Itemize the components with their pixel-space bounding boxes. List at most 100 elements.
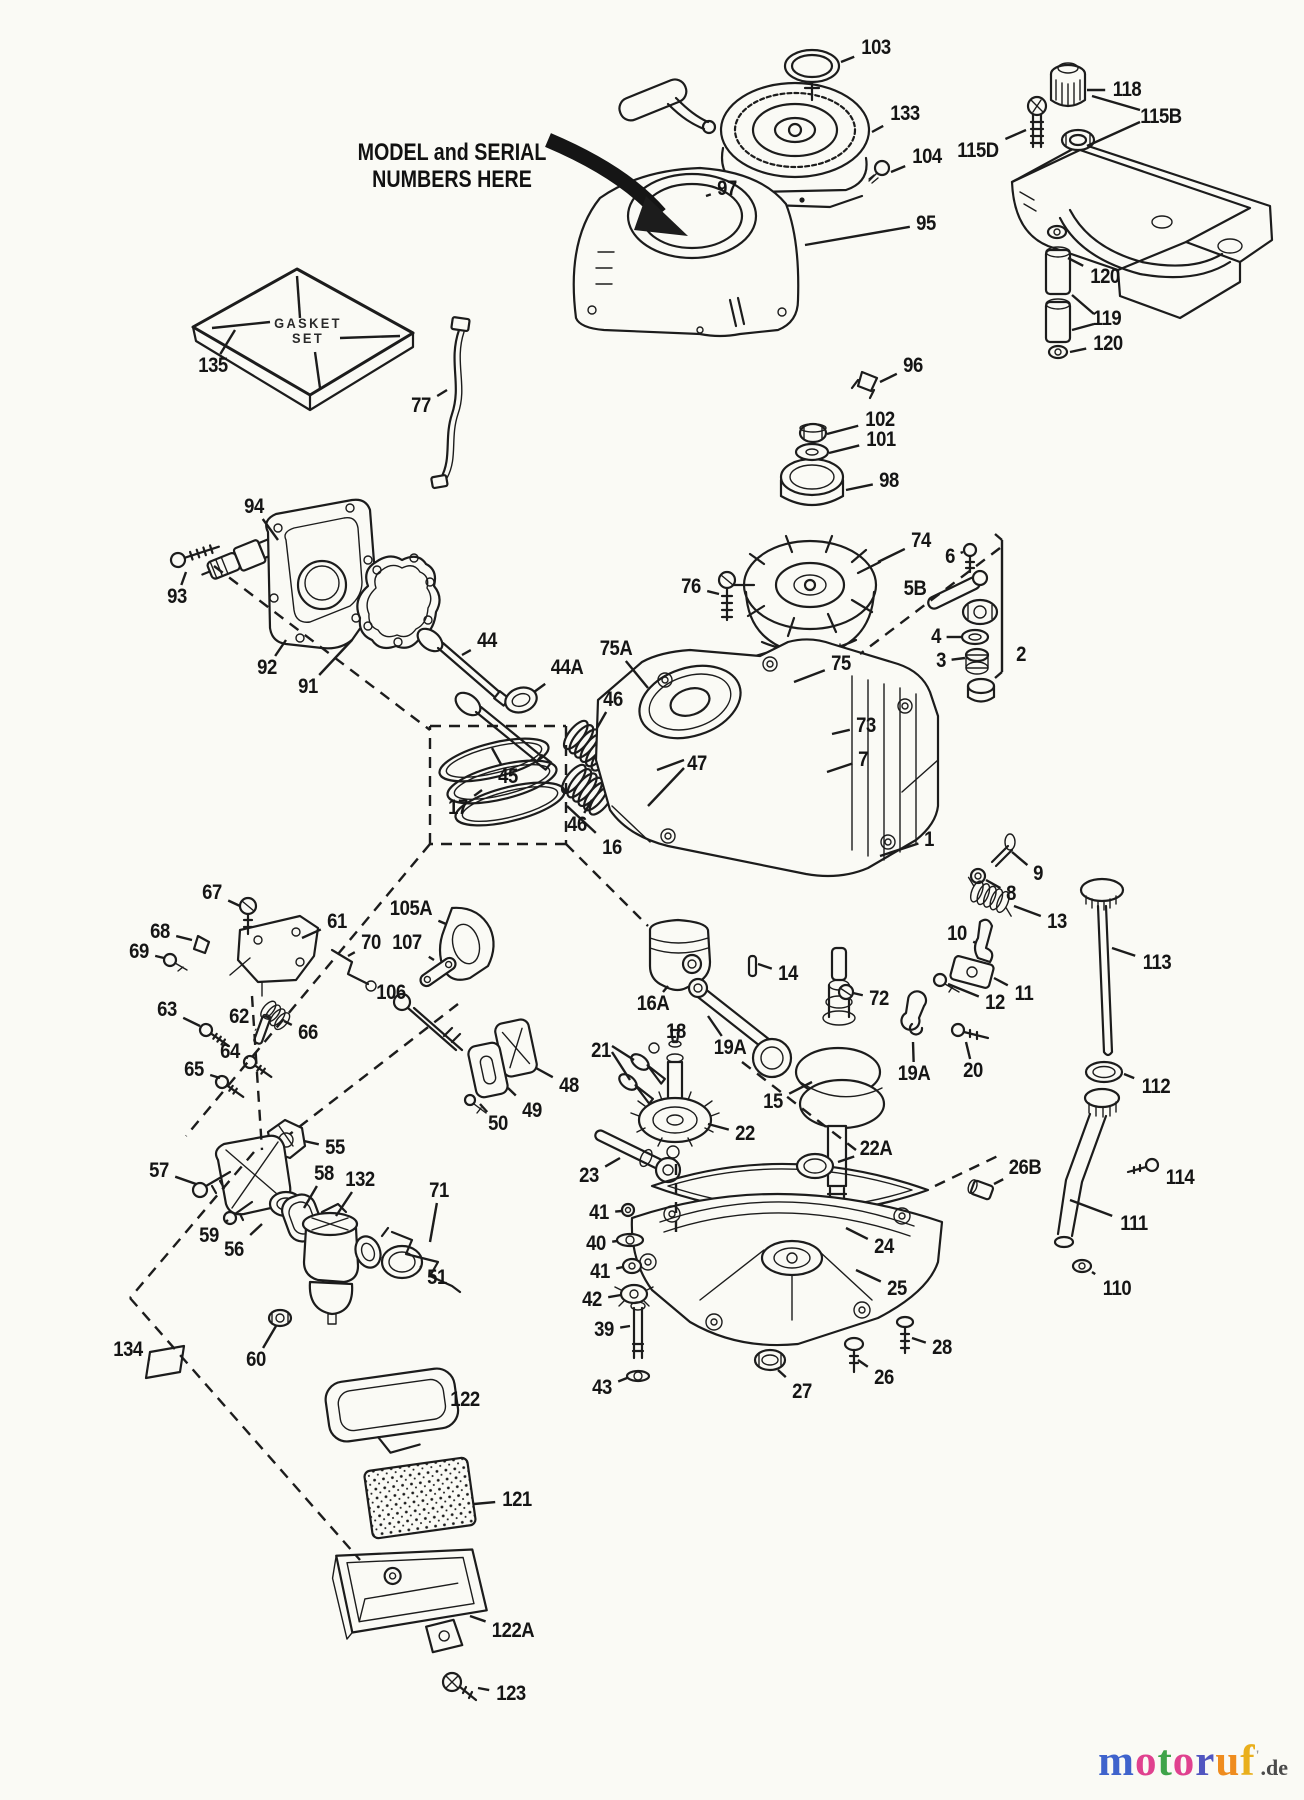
dashed-reference-line [859,547,1001,655]
leader-line-92 [274,639,287,657]
air-cleaner-base-icon [331,1548,488,1654]
leader-line-48 [535,1066,554,1079]
part-label-19A: 19A [713,1036,747,1059]
oil-fill-tube-icon [1053,1087,1121,1249]
bolt-26-icon [843,1336,865,1374]
part-label-20: 20 [963,1059,983,1082]
callout-lines [129,55,1159,1692]
part-label-133: 133 [890,102,920,125]
leader-line-55 [303,1139,320,1146]
part-label-123: 123 [496,1682,526,1705]
air-filter-foam-icon [363,1456,477,1540]
leader-line-25 [855,1268,882,1283]
leader-line-13 [1013,904,1042,918]
logo-letter: r [1195,1738,1216,1785]
part-label-101: 101 [866,428,896,451]
part-label-96: 96 [903,354,923,377]
bolt-106-icon [392,992,464,1052]
part-label-97: 97 [717,177,737,200]
bolt-115d-icon [1026,95,1048,149]
part-label-15: 15 [763,1090,783,1113]
part-label-115B: 115B [1140,105,1182,128]
part-label-119: 119 [1092,307,1122,330]
logo-domain-suffix: .de [1260,1755,1289,1780]
leader-line-98 [845,483,874,492]
leader-line-68 [175,934,193,942]
part-label-63: 63 [157,998,177,1021]
part-label-66: 66 [298,1021,318,1044]
screw-76-icon [717,570,737,622]
part-label-93: 93 [167,585,187,608]
part-label-58: 58 [314,1162,334,1185]
leader-line-62 [254,1028,257,1031]
part-label-16: 16 [602,836,622,859]
dashed-reference-line [289,1003,459,1135]
clip-96-icon [850,370,879,400]
part-label-26B: 26B [1008,1156,1042,1179]
leader-line-66 [283,1019,293,1026]
part-label-50: 50 [488,1112,508,1135]
leader-line-22 [707,1122,730,1131]
part-label-118: 118 [1112,78,1142,101]
logo-letter: o [1172,1738,1196,1785]
part-label-45: 45 [498,765,518,788]
part-label-25: 25 [887,1277,907,1300]
part-label-68: 68 [150,920,170,943]
leader-line-107 [428,955,435,962]
dashed-reference-line [565,843,649,927]
leader-line-120 [1067,256,1084,267]
leader-line-3 [951,656,966,661]
connector-line [211,320,271,330]
shaft-62-icon [253,1013,272,1045]
pin-14-icon [747,954,758,978]
part-label-134: 134 [113,1338,143,1361]
part-label-41: 41 [589,1201,609,1224]
breather-gasket-icon [467,1041,509,1099]
bolt-123-icon [441,1671,478,1702]
part-label-135: 135 [198,354,228,377]
valve-seat-44a-icon [504,686,538,714]
leader-line-121 [473,1500,496,1506]
part-label-56: 56 [224,1238,244,1261]
part-label-22: 22 [735,1122,755,1145]
leader-line-105A [437,919,447,926]
part-label-7: 7 [858,748,868,771]
part-label-73: 73 [856,714,876,737]
leader-line-70 [347,951,356,958]
screw-104-icon [868,159,891,184]
part-label-22A: 22A [859,1137,893,1160]
leader-line-102 [826,424,859,436]
dashed-reference-line [741,1061,857,1151]
part-label-24: 24 [874,1235,894,1258]
leader-line-42 [607,1293,622,1299]
connector-line [339,334,401,340]
part-label-122A: 122A [491,1619,535,1642]
oil-pan-icon [630,1192,944,1347]
leader-line-1 [879,842,919,858]
crankshaft-icon [794,946,886,1214]
motoruf-logo[interactable]: motoruf'.de [1098,1737,1288,1786]
link-107-icon [419,956,457,988]
governor-bracket-icon [229,914,320,997]
part-label-94: 94 [244,495,264,518]
leader-line-132 [335,1191,353,1217]
spacer-pins-icon [1044,224,1072,360]
part-label-111: 111 [1120,1212,1148,1235]
part-label-57: 57 [149,1159,169,1182]
leader-line-65 [209,1073,221,1080]
part-label-6: 6 [945,545,955,568]
part-label-122: 122 [450,1388,480,1411]
part-label-132: 132 [345,1168,375,1191]
part-label-23: 23 [579,1164,599,1187]
leader-line-56 [249,1223,263,1236]
part-label-61: 61 [327,910,347,933]
part-label-69: 69 [129,940,149,963]
part-label-77: 77 [411,394,431,417]
leader-line-103 [840,55,855,64]
part-label-60: 60 [246,1348,266,1371]
part-label-55: 55 [325,1136,345,1159]
connector-line [1091,94,1141,112]
connector-line [1071,322,1095,332]
leader-line-112 [1123,1072,1135,1080]
speed-control-icons [932,833,1016,993]
